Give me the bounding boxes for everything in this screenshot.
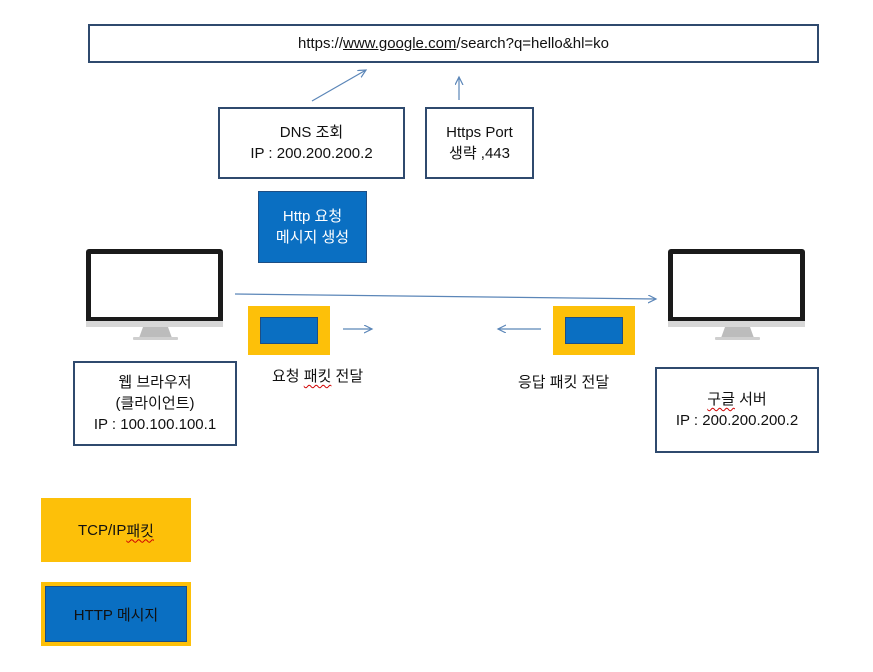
server-box: 구글 서버 IP : 200.200.200.2 — [655, 367, 819, 453]
legend-tcp-packet: TCP/IP 패킷 — [41, 498, 191, 562]
dns-ip: IP : 200.200.200.2 — [250, 145, 373, 162]
client-to-server-arrow — [234, 293, 656, 299]
https-port-box: Https Port 생략 ,443 — [425, 107, 534, 179]
request-packet-message — [260, 317, 318, 344]
request-packet — [248, 306, 330, 355]
url-box: https://www.google.com/search?q=hello&hl… — [88, 24, 819, 63]
dns-lookup-box: DNS 조회 IP : 200.200.200.2 — [218, 107, 405, 179]
client-box: 웹 브라우저 (클라이언트) IP : 100.100.100.1 — [73, 361, 237, 446]
client-ip: IP : 100.100.100.1 — [93, 416, 217, 433]
dns-title: DNS 조회 — [279, 124, 344, 141]
request-packet-label: 요청 패킷 전달 — [272, 368, 364, 385]
http-message-line1: Http 요청 — [282, 208, 343, 225]
http-message-line2: 메시지 생성 — [275, 229, 350, 246]
response-packet — [553, 306, 635, 355]
port-value: 생략 ,443 — [449, 145, 510, 162]
client-monitor-icon — [86, 249, 223, 340]
response-packet-label: 응답 패킷 전달 — [518, 374, 610, 391]
response-packet-message — [565, 317, 623, 344]
legend-http-message: HTTP 메시지 — [41, 582, 191, 646]
url-text: https://www.google.com/search?q=hello&hl… — [297, 35, 610, 52]
dns-to-url-arrow — [311, 70, 366, 102]
http-message-box: Http 요청 메시지 생성 — [258, 191, 367, 263]
client-subtitle: (클라이언트) — [115, 395, 195, 412]
legend-http-label: HTTP 메시지 — [45, 586, 187, 642]
server-ip: IP : 200.200.200.2 — [675, 412, 799, 429]
server-monitor-icon — [668, 249, 805, 340]
port-title: Https Port — [446, 124, 513, 141]
server-title: 구글 서버 — [707, 391, 767, 408]
client-title: 웹 브라우저 — [118, 374, 192, 391]
